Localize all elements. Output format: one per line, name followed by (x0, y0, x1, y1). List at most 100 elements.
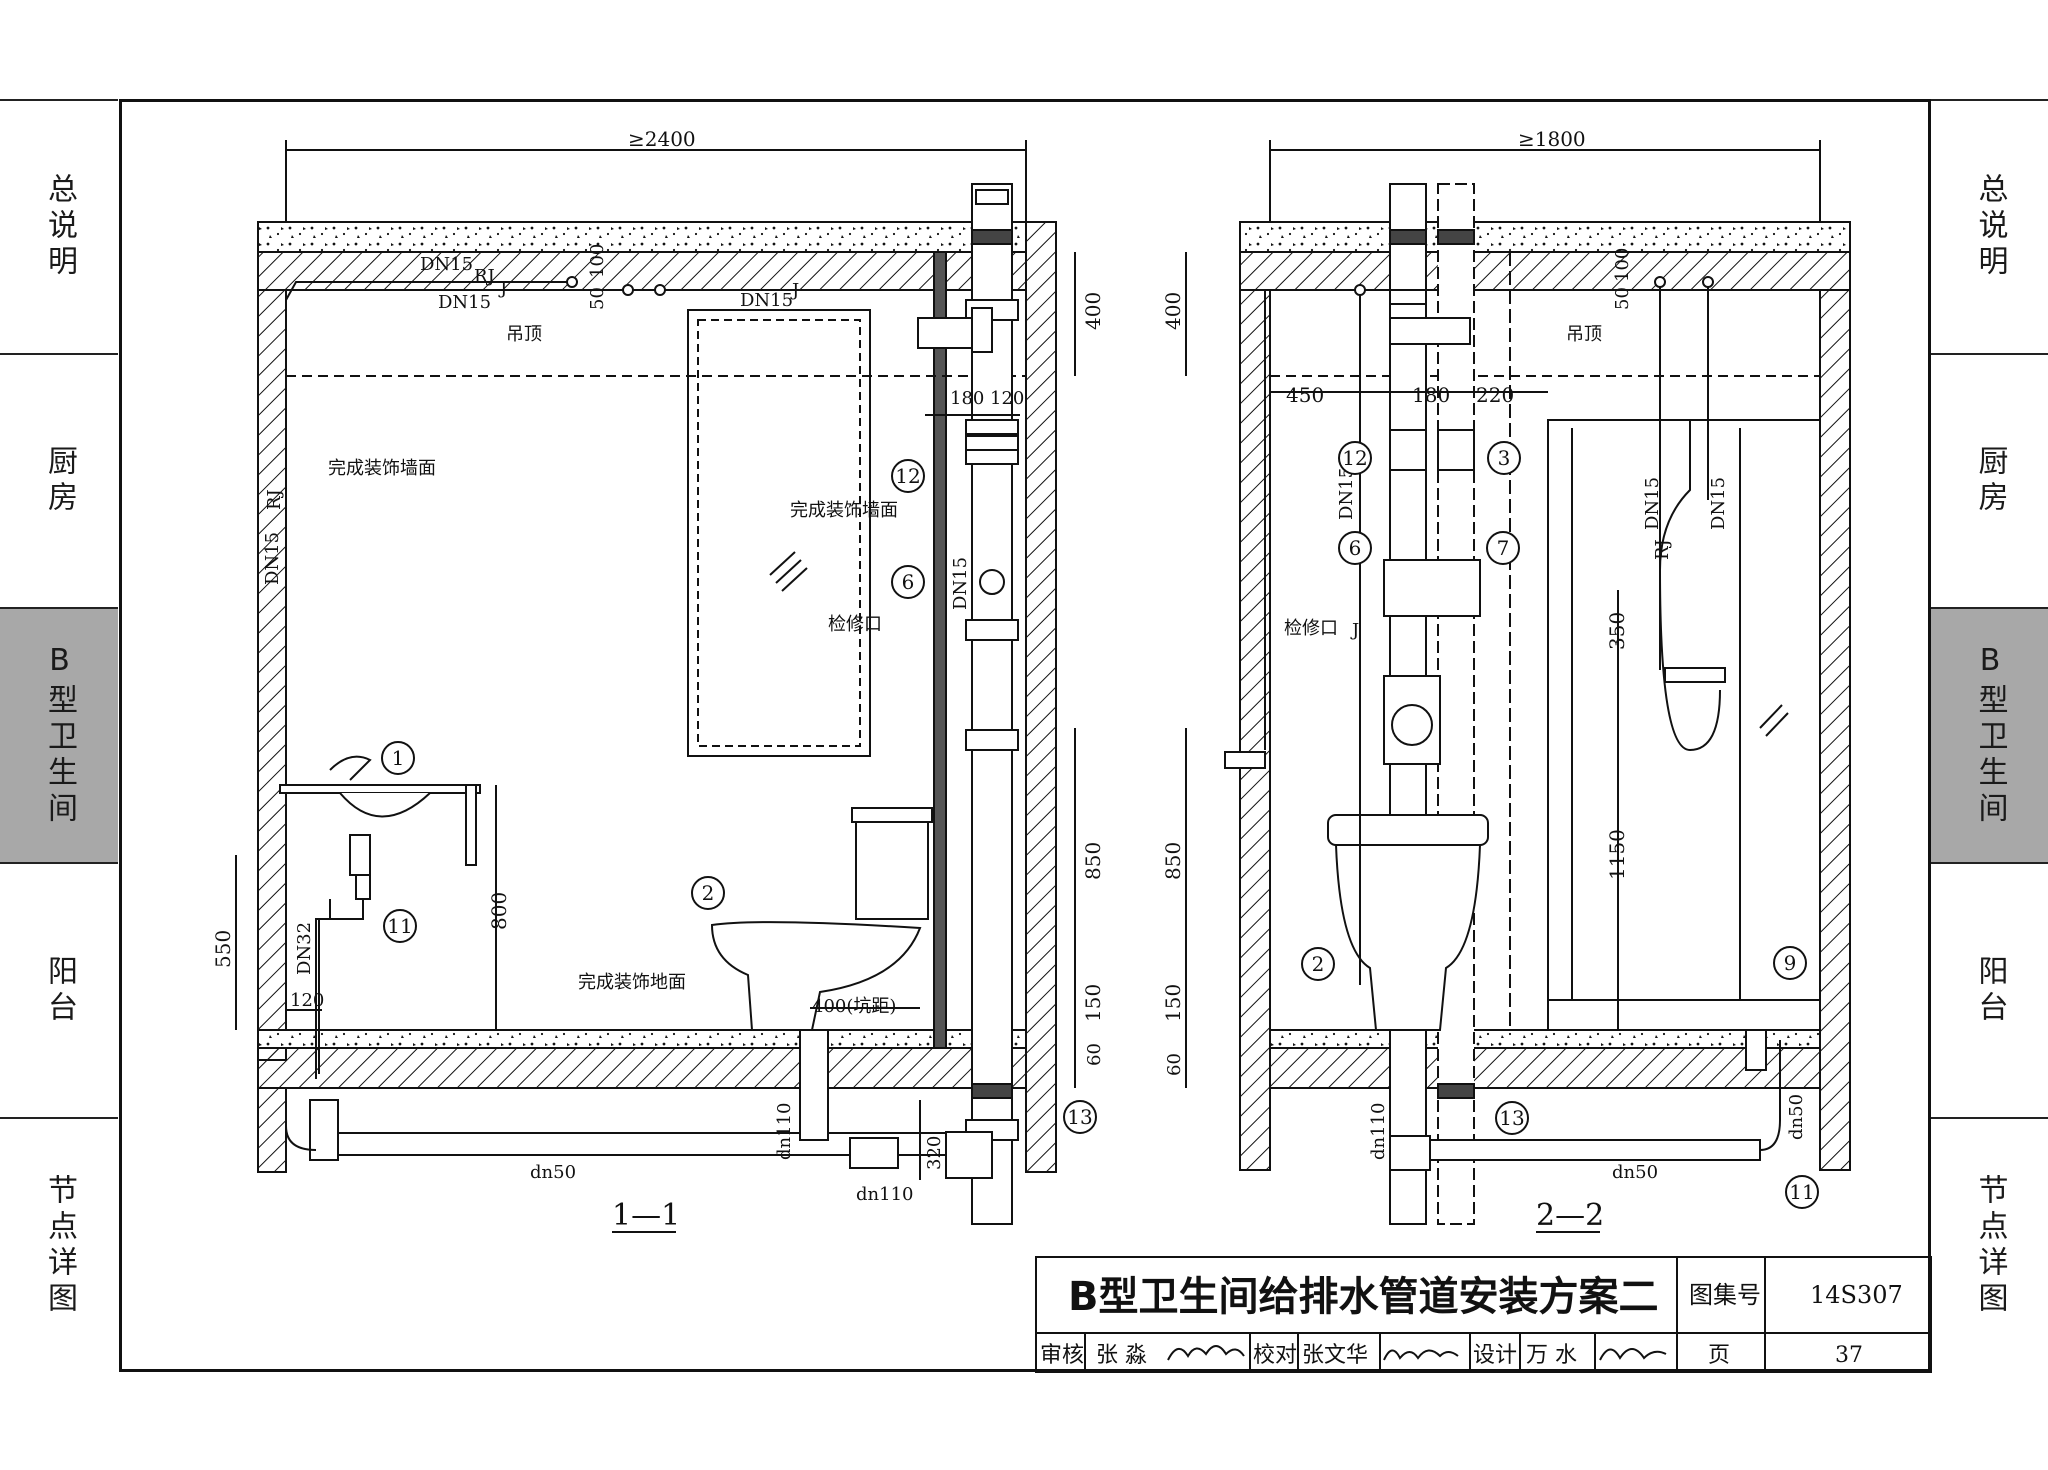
label-dn15-left: DN15 (262, 532, 283, 585)
dim-350: 350 (1605, 612, 1629, 650)
note-pit-distance: 400(坑距) (812, 996, 896, 1017)
label-dn50-1: dn50 (530, 1162, 576, 1183)
dim-180-2: 180 (1412, 383, 1450, 407)
dim-850-1: 850 (1081, 842, 1105, 880)
section-1-callout-circle-12 (891, 459, 925, 493)
overall-width-2: ≥1800 (1518, 127, 1586, 151)
section-1-callout-number-6: 6 (902, 570, 915, 594)
label-dn15-b-2: DN15 (1708, 477, 1729, 530)
section-1-callout-number-1: 1 (392, 746, 405, 770)
side-tab-label: B型卫生间 (1972, 643, 2008, 828)
section-1-callout-number-11: 11 (387, 914, 412, 938)
dim-320: 320 (924, 1136, 945, 1170)
section-1-callout-circle-11 (383, 909, 417, 943)
section-2-callout-number-9: 9 (1784, 951, 1797, 975)
section-2-2-drawing (1185, 140, 1851, 1225)
drawing-frame (119, 99, 1931, 1372)
side-tab-2[interactable]: 厨房 (1931, 353, 2048, 607)
reviewer-name: 张 淼 (1096, 1343, 1147, 1368)
side-tab-label: 总说明 (1972, 173, 2008, 281)
note-wall-finish-left: 完成装饰墙面 (328, 458, 436, 479)
side-tab-5[interactable]: 节点详图 (0, 1117, 118, 1372)
page-label: 页 (1708, 1343, 1730, 1368)
label-dn15-mid: DN15 (438, 292, 491, 313)
section-2-callout-number-2: 2 (1312, 952, 1325, 976)
dim-60-1: 60 (1084, 1043, 1105, 1066)
dim-100-2: 100 (1612, 248, 1633, 282)
side-tab-label: 总说明 (42, 173, 77, 281)
dim-400-2: 400 (1161, 292, 1185, 330)
dim-220: 220 (1476, 383, 1514, 407)
section-2-callout-circle-9 (1773, 946, 1807, 980)
section-2-callout-circle-6 (1338, 531, 1372, 565)
design-label: 设计 (1473, 1343, 1517, 1368)
section-2-callout-circle-2 (1301, 947, 1335, 981)
dim-800: 800 (487, 892, 511, 930)
section-2-callout-circle-11 (1785, 1175, 1819, 1209)
dim-50-1: 50 (587, 287, 608, 310)
section-label-1-1: 1—1 (612, 1198, 680, 1233)
section-2-callout-number-3: 3 (1498, 446, 1511, 470)
section-2-callout-number-11: 11 (1789, 1180, 1814, 1204)
section-1-callout-number-2: 2 (702, 881, 715, 905)
side-tab-3[interactable]: B型卫生间 (0, 607, 118, 862)
label-dn50-2: dn50 (1612, 1162, 1658, 1183)
title-block-frame (1035, 1256, 1932, 1373)
dim-120-1: 120 (990, 388, 1024, 409)
section-1-callout-circle-1 (381, 741, 415, 775)
dim-850-2: 850 (1161, 842, 1185, 880)
section-2-callout-number-7: 7 (1497, 536, 1510, 560)
section-2-callout-circle-3 (1487, 441, 1521, 475)
section-2-callout-number-13: 13 (1499, 1106, 1524, 1130)
dim-180-1: 180 (950, 388, 984, 409)
note-access-2: 检修口 (1284, 618, 1338, 639)
side-tab-4[interactable]: 阳台 (1931, 862, 2048, 1117)
label-j-mirror: J (790, 280, 799, 301)
review-label: 审核 (1040, 1343, 1084, 1368)
atlas-number: 14S307 (1810, 1281, 1903, 1309)
section-2-callout-circle-7 (1486, 531, 1520, 565)
section-1-callout-circle-13 (1063, 1100, 1097, 1134)
label-dn15-a-2: DN15 (1642, 477, 1663, 530)
side-tab-label: 节点详图 (42, 1173, 77, 1318)
side-tab-3[interactable]: B型卫生间 (1931, 607, 2048, 862)
label-j-top: J (498, 278, 507, 299)
label-dn32: DN32 (294, 922, 315, 975)
section-2-callout-number-12: 12 (1342, 446, 1367, 470)
side-tab-label: 阳台 (42, 954, 77, 1027)
side-tab-label: 节点详图 (1972, 1173, 2008, 1318)
side-tab-5[interactable]: 节点详图 (1931, 1117, 2048, 1372)
dim-150-2: 150 (1161, 984, 1185, 1022)
designer-name: 万 水 (1526, 1343, 1577, 1368)
label-rj-2: RJ (1652, 539, 1673, 560)
side-tab-label: 厨房 (1972, 445, 2008, 517)
drawing-title: B型卫生间给排水管道安装方案二 (1068, 1274, 1659, 1320)
label-dn15-stack: DN15 (950, 557, 971, 610)
side-tab-1[interactable]: 总说明 (0, 99, 118, 353)
dim-150-1: 150 (1081, 984, 1105, 1022)
note-ceiling-2: 吊顶 (1566, 324, 1602, 345)
section-1-callout-circle-6 (891, 565, 925, 599)
dim-450: 450 (1286, 383, 1324, 407)
side-tab-2[interactable]: 厨房 (0, 353, 118, 607)
section-1-1-labels: ≥2400 DN15 RJ J DN15 DN15 J 吊顶 完成装饰墙面 完成… (211, 127, 1105, 1233)
dim-120-floor: 120 (290, 990, 324, 1011)
section-1-callout-circle-2 (691, 876, 725, 910)
label-rj-left: RJ (264, 489, 285, 510)
dim-1150: 1150 (1605, 829, 1629, 880)
label-dn15-left-2: DN15 (1336, 467, 1357, 520)
side-tab-label: B型卫生间 (42, 643, 77, 828)
label-dn15-mirror: DN15 (740, 290, 793, 311)
dim-50-2: 50 (1612, 287, 1633, 310)
side-tab-label: 厨房 (42, 445, 77, 517)
overall-width-1: ≥2400 (628, 127, 696, 151)
dim-400-1: 400 (1081, 292, 1105, 330)
section-2-callout-circle-13 (1495, 1101, 1529, 1135)
section-1-callout-number-12: 12 (895, 464, 920, 488)
signatures (1167, 1345, 1667, 1361)
side-tab-1[interactable]: 总说明 (1931, 99, 2048, 353)
label-rj: RJ (474, 266, 495, 287)
side-tab-4[interactable]: 阳台 (0, 862, 118, 1117)
